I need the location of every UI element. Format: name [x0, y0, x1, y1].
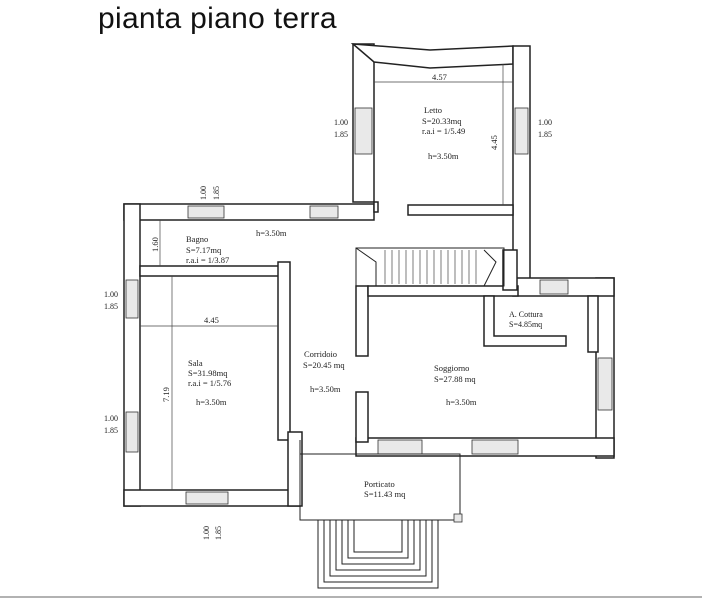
room-area: S=4.85mq [509, 320, 542, 329]
step [329, 520, 427, 577]
letto-depth-label: 4.45 [489, 135, 499, 150]
room-rai: r.a.i = 1/3.87 [186, 255, 229, 265]
room-rai: r.a.i = 1/5.49 [422, 126, 465, 136]
staircase [355, 247, 505, 287]
step [341, 520, 415, 565]
room-letto: Letto S=20.33mq r.a.i = 1/5.49 h=3.50m [422, 105, 465, 161]
window-label-bottom: 1.85 [214, 526, 223, 540]
interior-walls [139, 201, 599, 507]
room-soggiorno: Soggiorno S=27.88 mq h=3.50m [434, 363, 477, 407]
window-label-letto-right: 1.00 1.85 [538, 118, 552, 139]
window-label-top: 1.00 [199, 186, 208, 200]
letto-south-wall [407, 204, 514, 216]
window-label-bottom: 1.85 [334, 130, 348, 139]
room-area: S=27.88 mq [434, 374, 476, 384]
room-name: Soggiorno [434, 363, 469, 373]
window-label-top: 1.00 [104, 290, 118, 299]
window-label-sala-bottom: 1.00 1.85 [202, 526, 223, 540]
letto-east-wall [512, 45, 531, 283]
cottura-wall [483, 295, 567, 347]
window-label-bottom: 1.85 [104, 302, 118, 311]
window-label-sala-upper: 1.00 1.85 [104, 290, 118, 311]
corridor-east-wall-bottom [355, 391, 369, 443]
window-label-sala-lower: 1.00 1.85 [104, 414, 118, 435]
window-label-top: 1.00 [538, 118, 552, 127]
room-rai: r.a.i = 1/5.76 [188, 378, 231, 388]
letto-south-wall-left [373, 201, 379, 213]
bagno-north-window [187, 205, 225, 219]
sala-width-label: 4.45 [204, 315, 219, 325]
sala-west-window-upper [125, 279, 139, 319]
letto-width-label: 4.57 [432, 72, 447, 82]
window-label-bottom: 1.85 [212, 186, 221, 200]
step [317, 520, 439, 589]
bagno-depth-label: 1.60 [150, 237, 160, 252]
cottura-north-window [539, 279, 569, 295]
soggiorno-north-wall [367, 285, 519, 297]
step [347, 520, 409, 559]
letto-west-window [354, 107, 373, 155]
step [353, 520, 403, 553]
letto-north-wall [350, 43, 514, 69]
room-name: Corridoio [304, 349, 337, 359]
room-area: S=31.98mq [188, 368, 228, 378]
room-cottura: A. Cottura S=4.85mq [509, 310, 543, 329]
room-name: Letto [424, 105, 442, 115]
cottura-east-stub [587, 295, 599, 353]
step [323, 520, 433, 583]
soggiorno-east-window [597, 357, 613, 411]
dimension-lines [140, 64, 513, 490]
sala-west-window-lower [125, 411, 139, 453]
step [335, 520, 421, 571]
room-area: S=7.17mq [186, 245, 222, 255]
window-label-top: 1.00 [104, 414, 118, 423]
stair-east-wall [502, 249, 518, 291]
room-bagno: Bagno S=7.17mq r.a.i = 1/3.87 h=3.50m [186, 228, 287, 265]
windows [125, 107, 613, 505]
plan-title: pianta piano terra [98, 2, 337, 35]
window-label-bottom: 1.85 [538, 130, 552, 139]
sala-east-wall-bottom [287, 431, 303, 507]
window-label-letto-left: 1.00 1.85 [334, 118, 348, 139]
corridor-east-wall-top [355, 285, 369, 357]
room-name: Bagno [186, 234, 208, 244]
room-height: h=3.50m [446, 397, 477, 407]
stair-outline [355, 247, 505, 287]
soggiorno-south-window-right [471, 439, 519, 455]
west-wall [123, 203, 141, 507]
porticato [299, 440, 463, 523]
room-area: S=11.43 mq [364, 489, 406, 499]
room-height: h=3.50m [428, 151, 459, 161]
room-name: Porticato [364, 479, 395, 489]
room-area: S=20.33mq [422, 116, 462, 126]
stair-landing [355, 247, 497, 287]
bagno-north-vent [309, 205, 339, 219]
soggiorno-south-window-left [377, 439, 423, 455]
room-porticato: Porticato S=11.43 mq [364, 479, 406, 499]
room-height: h=3.50m [196, 397, 227, 407]
porticato-column [453, 513, 463, 523]
window-label-top: 1.00 [334, 118, 348, 127]
room-name: A. Cottura [509, 310, 543, 319]
room-corridoio: Corridoio S=20.45 mq h=3.50m [303, 349, 345, 394]
sala-south-window [185, 491, 229, 505]
letto-east-window [514, 107, 529, 155]
window-label-bottom: 1.85 [104, 426, 118, 435]
bagno-south-wall [139, 265, 287, 277]
room-height: h=3.50m [310, 384, 341, 394]
room-height: h=3.50m [256, 228, 287, 238]
window-label-bagno-top: 1.00 1.85 [199, 186, 221, 200]
corridor-west-wall [277, 261, 291, 441]
sala-depth-label: 7.19 [161, 387, 171, 402]
entrance-steps [317, 520, 439, 589]
room-sala: Sala S=31.98mq r.a.i = 1/5.76 h=3.50m [188, 358, 231, 407]
window-label-top: 1.00 [202, 526, 211, 540]
room-name: Sala [188, 358, 203, 368]
room-area: S=20.45 mq [303, 360, 345, 370]
